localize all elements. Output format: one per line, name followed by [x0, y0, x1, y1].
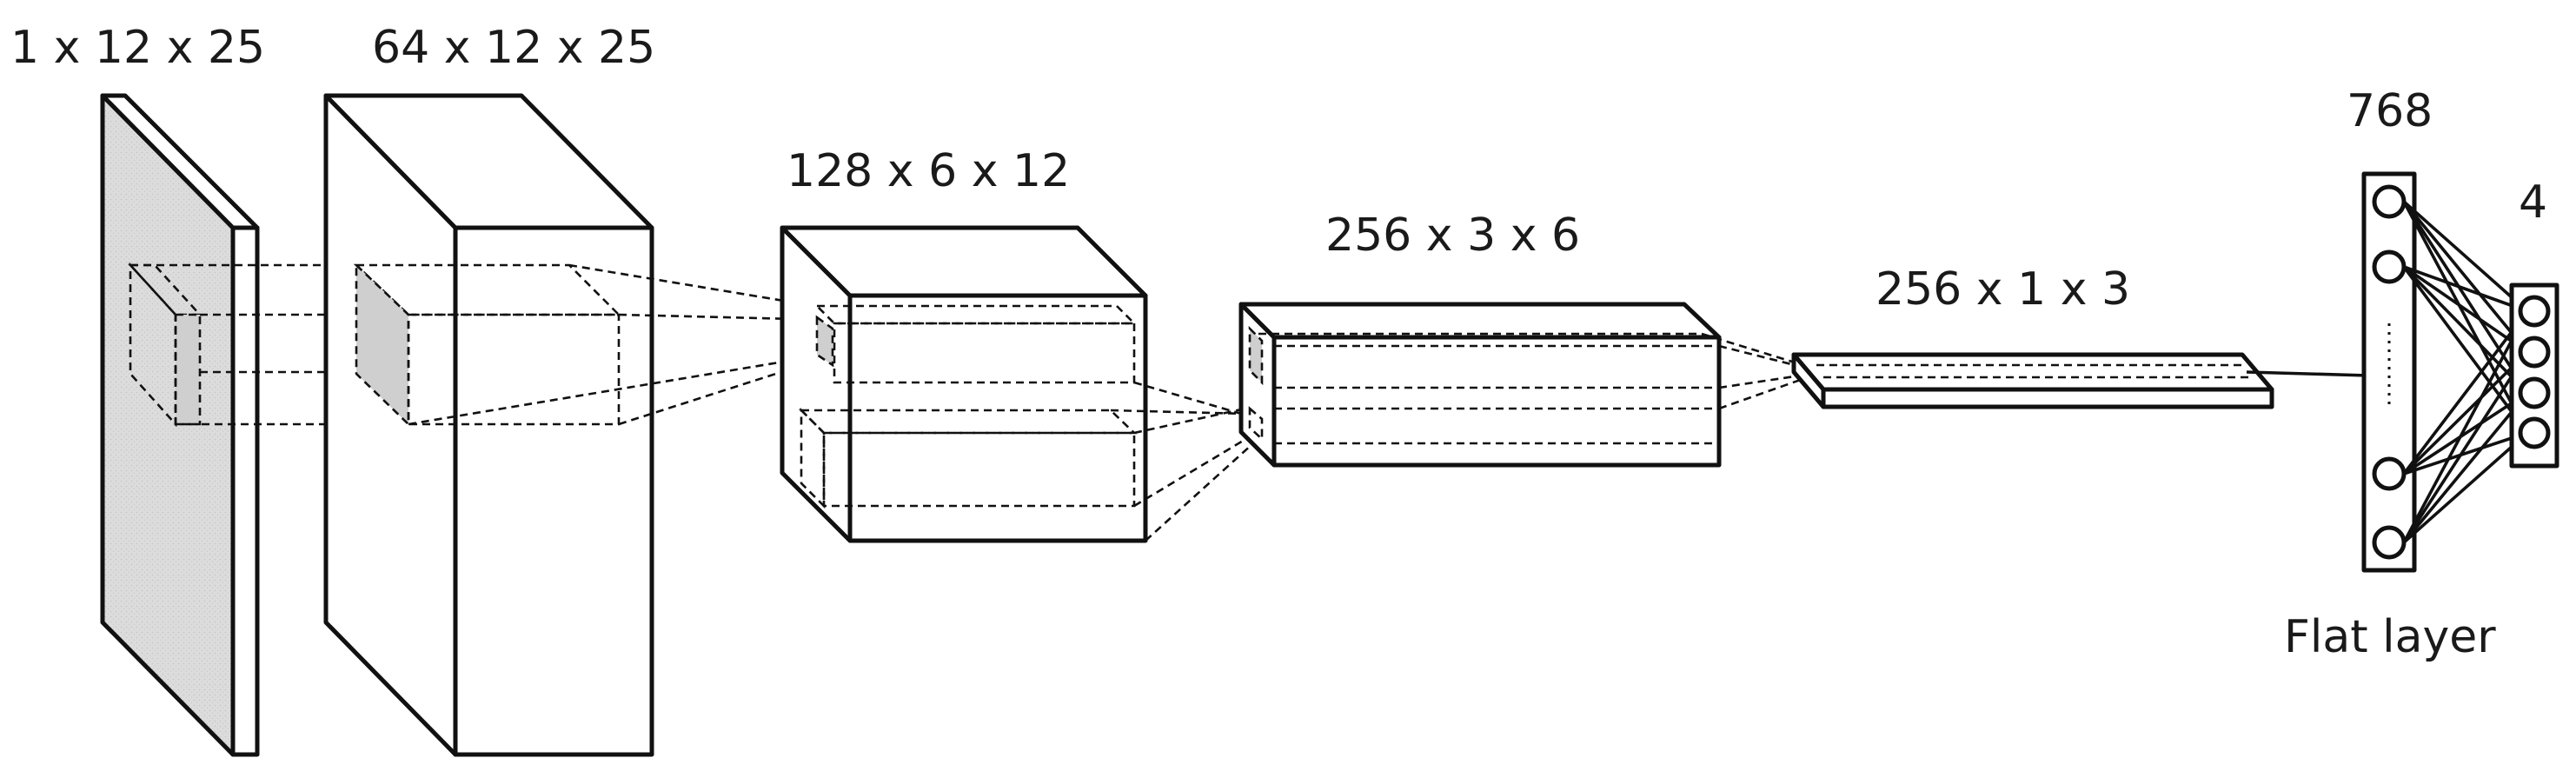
- conv2-upper-slab-top: [813, 304, 1138, 325]
- conv1-shape-label: 64 x 12 x 25: [372, 22, 655, 74]
- conv2-shape-label: 128 x 6 x 12: [787, 145, 1070, 197]
- conv3-kernel: [1248, 325, 1264, 386]
- conv2-block: [780, 225, 1148, 543]
- conv4-left-face: [1791, 352, 1826, 409]
- conv2-to-conv3-connections: [1110, 381, 1254, 542]
- flat-node-3: [2372, 456, 2407, 491]
- conv1-front-face: [453, 225, 654, 757]
- output-node-1: [2518, 295, 2551, 328]
- flat-node-4: [2372, 525, 2407, 560]
- flat-node-2: [2372, 249, 2407, 284]
- conv1-kernel-left: [355, 262, 410, 428]
- flat-layer-size-label: 768: [2347, 85, 2433, 137]
- conv4-top-face: [1791, 352, 2274, 392]
- output-node-3: [2518, 376, 2551, 409]
- output-size-label: 4: [2519, 176, 2547, 229]
- output-node-2: [2518, 336, 2551, 369]
- conv3-top-face: [1238, 302, 1722, 340]
- input-kernel-front: [174, 313, 202, 426]
- conv2-upper-kernel: [815, 315, 834, 368]
- flat-layer-box: [2361, 171, 2417, 573]
- conv4-block: [1791, 352, 2274, 409]
- output-layer: [2509, 283, 2559, 469]
- output-node-4: [2518, 416, 2551, 449]
- input-shape-label: 1 x 12 x 25: [10, 22, 265, 74]
- conv3-lower-kernel: [1248, 406, 1264, 442]
- flat-layer: [2361, 171, 2417, 573]
- conv2-lower-slab-left: [800, 407, 826, 509]
- conv4-shape-label: 256 x 1 x 3: [1876, 263, 2130, 316]
- conv4-to-flat-connector: [2246, 370, 2369, 377]
- flat-node-1: [2372, 184, 2407, 219]
- conv2-front-face: [847, 293, 1148, 543]
- flat-layer-label: Flat layer: [2284, 611, 2496, 663]
- conv4-front-face: [1821, 387, 2274, 409]
- input-side-face: [230, 225, 260, 757]
- conv3-shape-label: 256 x 3 x 6: [1325, 209, 1580, 262]
- conv3-front-face: [1271, 335, 1722, 468]
- conv1-block: [323, 93, 654, 757]
- fully-connected-edges: [2402, 200, 2529, 544]
- conv3-block: [1238, 302, 1722, 468]
